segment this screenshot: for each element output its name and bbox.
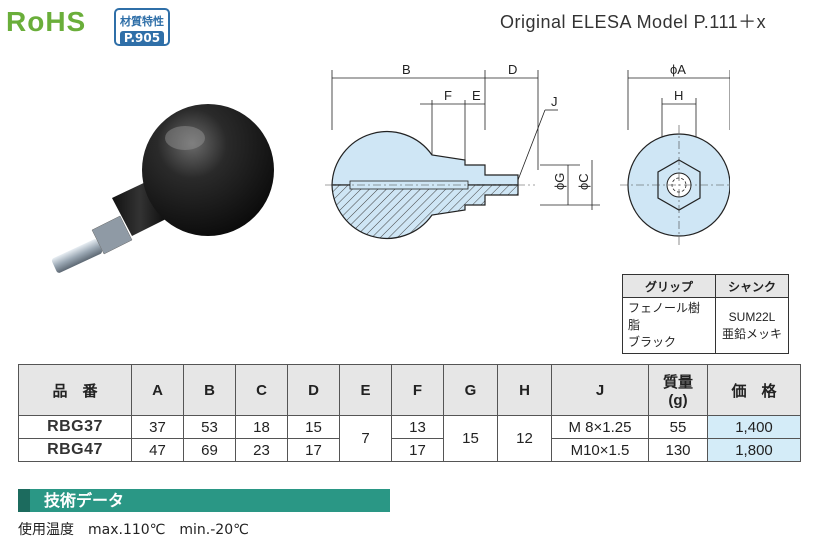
cell-c: 18 bbox=[235, 415, 288, 439]
section-mark bbox=[18, 489, 30, 512]
material-badge[interactable]: 材質特性 P.905 bbox=[114, 8, 170, 46]
col-f: F bbox=[391, 364, 444, 416]
spec-shank-finish: 亜鉛メッキ bbox=[721, 326, 782, 341]
cell-b: 53 bbox=[183, 415, 236, 439]
cell-g-shared: 15 bbox=[443, 415, 498, 462]
cell-c: 23 bbox=[235, 438, 288, 462]
spec-grip-cell: フェノール樹脂 ブラック bbox=[622, 297, 716, 354]
rohs-logo: RoHS bbox=[6, 6, 87, 37]
dim-label-c: ϕC bbox=[576, 173, 591, 190]
cell-model: RBG37 bbox=[18, 415, 132, 439]
operating-temperature: 使用温度 max.110℃ min.-20℃ bbox=[18, 522, 249, 538]
cell-mass: 55 bbox=[648, 415, 708, 439]
col-g: G bbox=[443, 364, 498, 416]
cell-a: 47 bbox=[131, 438, 184, 462]
cell-a: 37 bbox=[131, 415, 184, 439]
dim-label-g: ϕG bbox=[552, 173, 567, 190]
dim-label-j: J bbox=[551, 94, 558, 109]
col-e: E bbox=[339, 364, 392, 416]
dimensions-table: 品 番 A B C D E F G H J 質量 (g) 価 格 RBG37 3… bbox=[18, 364, 801, 462]
spec-grip-color: ブラック bbox=[628, 335, 677, 349]
dim-label-a: ϕA bbox=[670, 62, 686, 77]
dimension-lines bbox=[331, 70, 600, 210]
col-a: A bbox=[131, 364, 184, 416]
cell-d: 15 bbox=[287, 415, 340, 439]
knob-ball bbox=[142, 104, 274, 236]
dim-label-b: B bbox=[402, 62, 411, 77]
table-header-row: 品 番 A B C D E F G H J 質量 (g) 価 格 bbox=[18, 364, 801, 416]
table-row: RBG47 47 69 23 17 17 M10×1.5 130 1,800 bbox=[18, 438, 801, 462]
side-section-drawing: B D F E J ϕG ϕC bbox=[325, 62, 600, 239]
cell-model: RBG47 bbox=[18, 438, 132, 462]
badge-page: P.905 bbox=[120, 31, 164, 46]
cell-h-shared: 12 bbox=[497, 415, 552, 462]
knob-shank bbox=[51, 215, 133, 273]
cell-j: M10×1.5 bbox=[551, 438, 649, 462]
col-j: J bbox=[551, 364, 649, 416]
dim-label-h: H bbox=[674, 88, 683, 103]
product-photo bbox=[51, 104, 274, 273]
col-mass-unit: (g) bbox=[668, 392, 688, 409]
spec-header-shank: シャンク bbox=[715, 274, 789, 298]
material-spec-table: グリップ シャンク フェノール樹脂 ブラック SUM22L 亜鉛メッキ bbox=[622, 274, 789, 354]
cell-f: 17 bbox=[391, 438, 444, 462]
badge-label: 材質特性 bbox=[120, 15, 164, 28]
cell-price: 1,400 bbox=[707, 415, 801, 439]
dim-label-f: F bbox=[444, 88, 452, 103]
col-mass-label: 質量 bbox=[662, 374, 693, 391]
spec-shank-material: SUM22L bbox=[728, 309, 776, 324]
cell-mass: 130 bbox=[648, 438, 708, 462]
spec-header-grip: グリップ bbox=[622, 274, 716, 298]
cell-d: 17 bbox=[287, 438, 340, 462]
col-mass: 質量 (g) bbox=[648, 364, 708, 416]
section-body bbox=[325, 131, 535, 239]
col-c: C bbox=[235, 364, 288, 416]
model-title: Original ELESA Model P.111＋x bbox=[500, 12, 767, 32]
col-b: B bbox=[183, 364, 236, 416]
cell-e-shared: 7 bbox=[339, 415, 392, 462]
front-view-drawing: ϕA H bbox=[620, 62, 730, 245]
cell-j: M 8×1.25 bbox=[551, 415, 649, 439]
col-hinban: 品 番 bbox=[18, 364, 132, 416]
tech-data-title: 技術データ bbox=[44, 491, 125, 510]
dim-label-e: E bbox=[472, 88, 481, 103]
spec-grip-material: フェノール樹脂 bbox=[628, 301, 701, 332]
col-price: 価 格 bbox=[707, 364, 801, 416]
dim-label-d: D bbox=[508, 62, 517, 77]
cell-f: 13 bbox=[391, 415, 444, 439]
col-d: D bbox=[287, 364, 340, 416]
cell-price: 1,800 bbox=[707, 438, 801, 462]
col-h: H bbox=[497, 364, 552, 416]
cell-b: 69 bbox=[183, 438, 236, 462]
spec-shank-cell: SUM22L 亜鉛メッキ bbox=[715, 297, 789, 354]
tech-data-bar: 技術データ bbox=[18, 489, 390, 512]
table-row: RBG37 37 53 18 15 7 13 15 12 M 8×1.25 55… bbox=[18, 415, 801, 462]
